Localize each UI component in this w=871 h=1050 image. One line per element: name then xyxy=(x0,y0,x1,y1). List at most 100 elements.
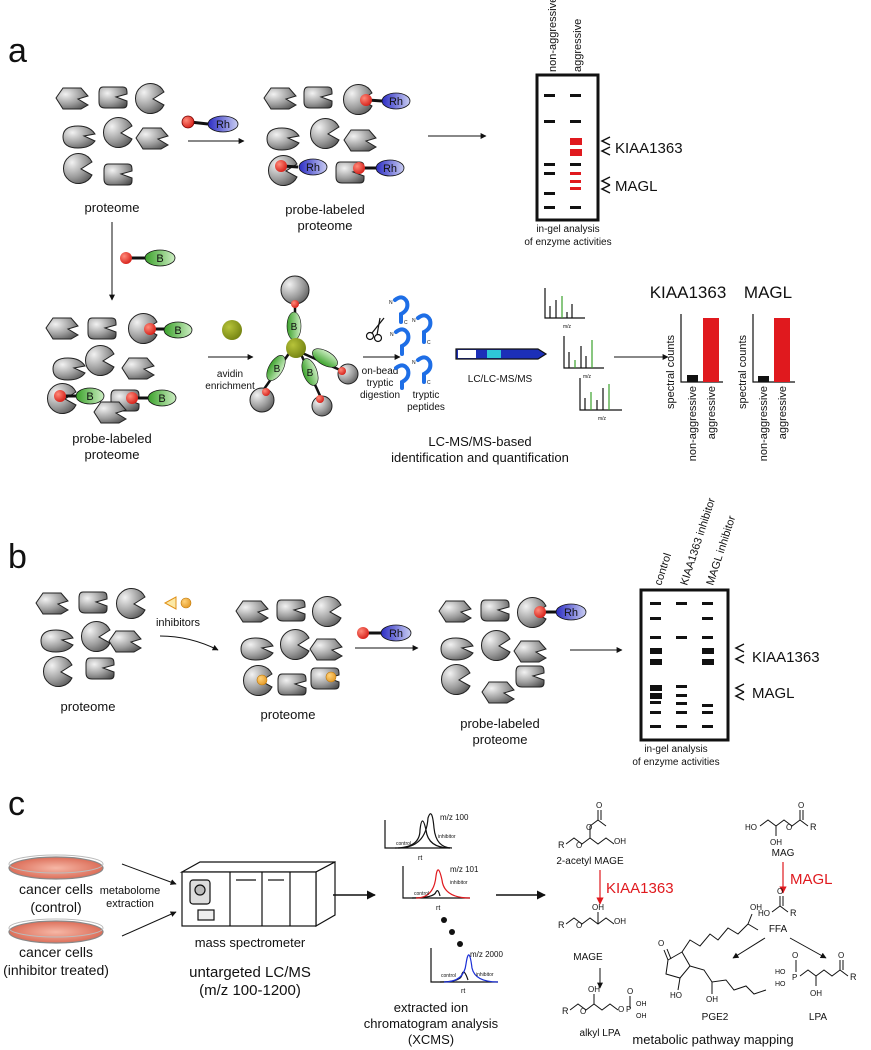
rh-label-3: Rh xyxy=(383,163,397,175)
gel-a-bands xyxy=(544,94,582,209)
acetyl-mage-oh: OH xyxy=(614,837,626,846)
ms-caption-1: LC-MS/MS-based xyxy=(428,434,531,449)
dish-treated-label-1: cancer cells xyxy=(19,944,93,960)
chrom-2-inhibitor: inhibitor xyxy=(450,880,468,886)
pge2-oh2: OH xyxy=(706,995,718,1004)
dish-control xyxy=(8,854,104,880)
b-label-6: B xyxy=(307,368,314,379)
xic-label-1: extracted ion xyxy=(394,1000,468,1015)
structure-lpa xyxy=(795,960,849,986)
peptide-terminus-labels: N C N C N N C xyxy=(389,300,431,386)
mage-r: R xyxy=(558,920,565,930)
acetyl-mage-label: 2-acetyl MAGE xyxy=(556,856,624,867)
rh-label-1: Rh xyxy=(389,96,403,108)
band-label-magl-b: MAGL xyxy=(752,685,795,702)
alkyl-lpa-o1: O xyxy=(580,1007,586,1016)
rh-label-2: Rh xyxy=(306,162,320,174)
b-label-2: B xyxy=(86,391,93,403)
peptide-c-1: C xyxy=(404,320,408,326)
band-label-kiaa1363-b: KIAA1363 xyxy=(752,649,820,666)
arrow-dish-1 xyxy=(121,863,177,885)
chrom-3-rt: rt xyxy=(461,988,465,995)
proteome-label-b1: proteome xyxy=(61,699,116,714)
b-label-5: B xyxy=(274,364,281,375)
lpa-o1: O xyxy=(792,951,798,960)
peptide-c-3: C xyxy=(427,380,431,386)
ms-axis-2: m/z xyxy=(583,374,592,380)
ffa-r: R xyxy=(790,908,797,918)
chrom-1-inhibitor: inhibitor xyxy=(438,834,456,840)
chrom-1-control: control xyxy=(396,841,411,847)
chrom-1-mz: m/z 100 xyxy=(440,813,469,822)
gel-a xyxy=(535,73,600,222)
chrom-3-inhibitor: inhibitor xyxy=(476,972,494,978)
pge2-ho: HO xyxy=(670,991,682,1000)
rh-label-b: Rh xyxy=(389,628,403,640)
bar-cat-magl-1: non-aggressive xyxy=(758,386,770,461)
ellipsis-dot-1 xyxy=(441,917,447,923)
structure-acetyl-mage xyxy=(565,810,615,845)
mag-o2: O xyxy=(798,801,804,810)
structure-mage xyxy=(565,912,615,925)
panel-letter-b: b xyxy=(8,538,27,576)
probe-labeled-c-label-2: proteome xyxy=(473,732,528,747)
inhibitors-label: inhibitors xyxy=(156,617,201,629)
structure-ffa xyxy=(771,896,789,913)
untargeted-label-1: untargeted LC/MS xyxy=(189,964,311,981)
alkyl-lpa-label: alkyl LPA xyxy=(580,1028,621,1039)
tryptic-peptides xyxy=(393,295,433,390)
bar-cat-kiaa1363-2: aggressive xyxy=(706,386,718,439)
digest-label-2: tryptic xyxy=(367,378,394,389)
structure-mag xyxy=(759,810,809,836)
rh-probe-bound: Rh Rh Rh xyxy=(275,92,411,177)
bar-magl-aggressive xyxy=(774,318,790,382)
caret-magl-a-1 xyxy=(600,176,611,186)
lpa-oh: OH xyxy=(810,989,822,998)
mage-oh1: OH xyxy=(592,903,604,912)
arrow-ffa-pge2 xyxy=(732,937,766,959)
enzyme-cluster-inhibited xyxy=(235,596,343,696)
lpa-o2: O xyxy=(838,951,844,960)
peptide-n-3: N xyxy=(390,332,394,338)
bar-title-magl: MAGL xyxy=(744,283,792,302)
ms-axis-1: m/z xyxy=(563,324,572,330)
enzyme-cluster-proteome-b xyxy=(35,588,146,687)
bar-cat-kiaa1363-1: non-aggressive xyxy=(687,386,699,461)
ellipsis-dot-3 xyxy=(457,941,463,947)
acetyl-mage-r: R xyxy=(558,840,565,850)
bar-title-kiaa1363: KIAA1363 xyxy=(650,283,727,302)
b-label-3: B xyxy=(158,393,165,405)
alkyl-lpa-p: P xyxy=(626,1005,631,1014)
mag-r: R xyxy=(810,822,817,832)
lpa-p: P xyxy=(792,973,797,982)
pathway-mapping-label: metabolic pathway mapping xyxy=(632,1032,793,1047)
rh-probe-b: Rh xyxy=(357,624,412,642)
avidin-complex: B B B xyxy=(249,275,359,417)
rh-label-b2: Rh xyxy=(564,607,578,619)
probe-labeled-label-1: probe-labeled xyxy=(285,202,365,217)
bar-ylabel-magl: spectral counts xyxy=(737,335,749,409)
ms-spectrum-3 xyxy=(579,378,622,411)
alkyl-lpa-r: R xyxy=(562,1006,569,1016)
probe-labeled-c-label-1: probe-labeled xyxy=(460,716,540,731)
structure-alkyl-lpa xyxy=(569,994,631,1011)
biotin-probe: B xyxy=(120,249,176,267)
structure-pge2 xyxy=(663,913,767,995)
panel-letter-c: c xyxy=(8,785,25,823)
dish-control-label-2: (control) xyxy=(30,899,81,915)
pge2-oh1: OH xyxy=(750,903,762,912)
chrom-1-rt: rt xyxy=(418,855,422,862)
dish-treated-label-2: (inhibitor treated) xyxy=(3,962,109,978)
caret-magl-a-2 xyxy=(600,184,611,194)
pge2-label: PGE2 xyxy=(702,1012,729,1023)
acetyl-mage-o1: O xyxy=(576,841,582,850)
alkyl-lpa-o2: O xyxy=(618,1005,624,1014)
caret-magl-b-2 xyxy=(734,691,745,701)
gel-a-caption-1: in-gel analysis xyxy=(536,224,599,235)
bar-magl-nonaggressive xyxy=(758,376,769,382)
peptide-c-2: C xyxy=(427,340,431,346)
enzyme-cluster-biotin-labeled: B B B xyxy=(45,313,193,424)
mag-oh: OH xyxy=(770,838,782,847)
bar-ylabel-kiaa1363: spectral counts xyxy=(665,335,677,409)
